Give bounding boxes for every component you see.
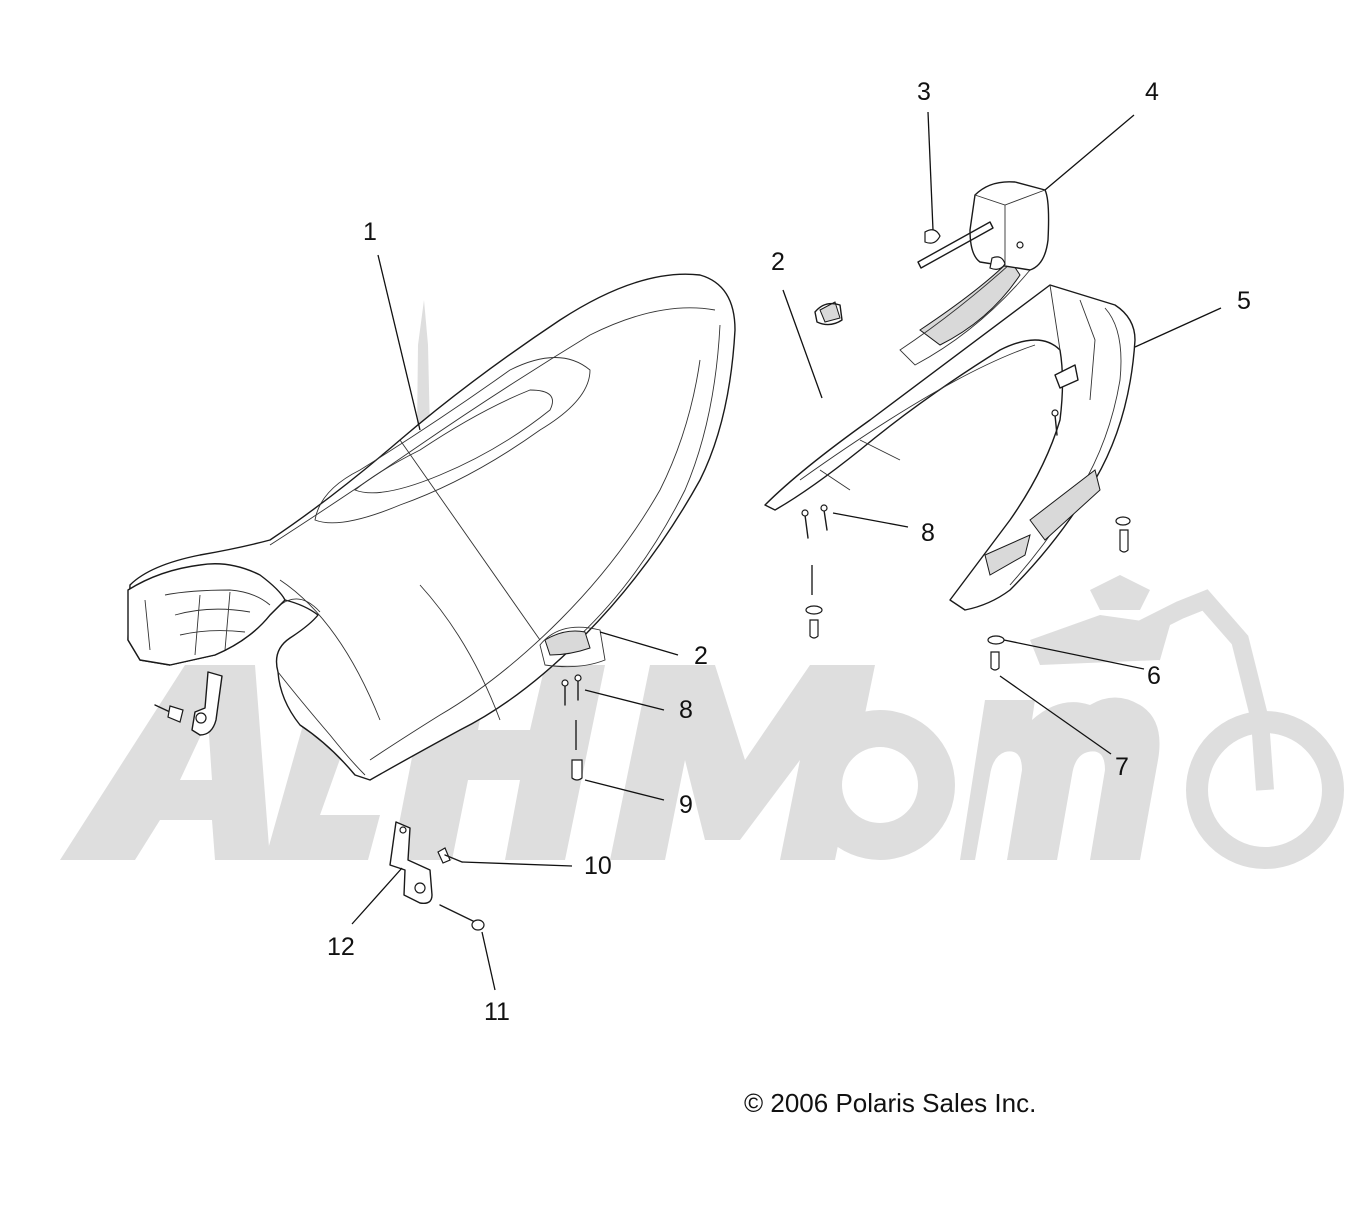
callout-12: 12 xyxy=(327,933,355,961)
callout-9: 9 xyxy=(679,791,693,819)
callout-6: 6 xyxy=(1147,662,1161,690)
copyright-notice: © 2006 Polaris Sales Inc. xyxy=(744,1088,1037,1118)
callout-7: 7 xyxy=(1115,753,1129,781)
callout-3: 3 xyxy=(917,78,931,106)
grab-handle-part xyxy=(764,254,1136,611)
callout-4: 4 xyxy=(1145,78,1159,106)
callout-2-handle: 2 xyxy=(771,248,785,276)
callout-8-seat: 8 xyxy=(679,696,693,724)
callout-8-handle: 8 xyxy=(921,519,935,547)
callout-11: 11 xyxy=(484,998,510,1026)
callout-1: 1 xyxy=(363,218,377,246)
callout-labels: 1 2 2 3 4 5 6 7 8 8 9 10 11 12 xyxy=(327,78,1251,1026)
leader-lines xyxy=(351,111,1222,991)
callout-5: 5 xyxy=(1237,287,1251,315)
fasteners xyxy=(389,409,1131,931)
callout-10: 10 xyxy=(584,852,612,880)
front-bracket-part xyxy=(154,671,223,736)
callout-2-seat: 2 xyxy=(694,642,708,670)
tail-box-part xyxy=(917,181,1050,271)
seat-part xyxy=(127,273,736,781)
